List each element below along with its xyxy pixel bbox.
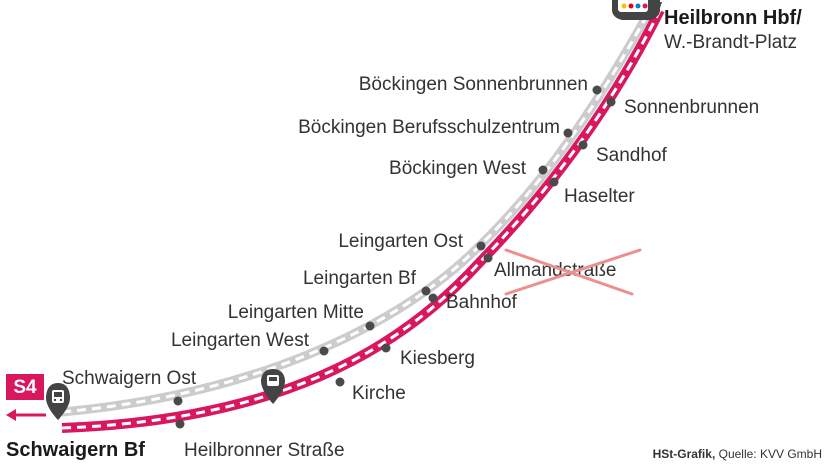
bus-window: [269, 377, 277, 381]
stop-dot[interactable]: [173, 396, 183, 406]
line-dot-red: [628, 3, 634, 9]
line-badge-label: S4: [13, 377, 37, 398]
stop-dot[interactable]: [428, 293, 438, 303]
line-dot-yellow: [621, 3, 627, 9]
stop-label[interactable]: Böckingen West: [389, 158, 527, 179]
stop-label[interactable]: Böckingen Sonnenbrunnen: [359, 74, 588, 95]
line-badge: [6, 374, 44, 400]
stop-dot[interactable]: [549, 177, 559, 187]
stop-dot[interactable]: [476, 241, 486, 251]
lower-route-line: [61, 7, 665, 433]
stop-label[interactable]: Kiesberg: [400, 348, 475, 369]
tram-window: [54, 392, 62, 397]
stop-label[interactable]: Schwaigern Ost: [62, 368, 197, 389]
upper-stop-dots: [173, 85, 602, 406]
upper-route-dash: [61, 9, 652, 414]
tram-light-left: [53, 398, 57, 402]
credit-bold: HSt-Grafik,: [653, 447, 716, 461]
stop-label[interactable]: Sandhof: [596, 145, 668, 166]
stop-label[interactable]: Haselter: [564, 186, 635, 207]
stop-dot[interactable]: [381, 343, 391, 353]
lower-route-casing: [61, 7, 665, 433]
bus-icon[interactable]: [261, 369, 285, 404]
tram-light-right: [59, 398, 63, 402]
source-credit: HSt-Grafik, Quelle: KVV GmbH: [653, 447, 822, 461]
strike-line: [504, 248, 642, 296]
stop-dot[interactable]: [578, 140, 588, 150]
upper-route-casing: [61, 7, 654, 417]
line-badge-group[interactable]: S4: [6, 374, 46, 421]
credit-rest: Quelle: KVV GmbH: [715, 447, 822, 461]
direction-arrow-icon: [6, 409, 16, 421]
stop-dot[interactable]: [538, 165, 548, 175]
stop-label-cancelled[interactable]: Allmandstraße: [494, 260, 617, 281]
stop-label[interactable]: Leingarten Ost: [338, 231, 463, 252]
cancelled-cross: [504, 248, 642, 296]
stop-dot[interactable]: [319, 346, 329, 356]
tram-icon[interactable]: [612, 0, 662, 20]
stop-dot[interactable]: [335, 377, 345, 387]
stop-label[interactable]: Leingarten Bf: [303, 268, 417, 289]
end-pin-tip: [650, 2, 662, 14]
stop-label[interactable]: Leingarten Mitte: [228, 302, 364, 323]
lower-stop-dots: [175, 97, 616, 429]
stop-label[interactable]: Kirche: [352, 383, 406, 404]
lower-route-dash: [61, 9, 662, 430]
stop-dot[interactable]: [365, 321, 375, 331]
stop-dot[interactable]: [592, 85, 602, 95]
end-terminal-name-second[interactable]: W.-Brandt-Platz: [664, 32, 797, 53]
stop-dot[interactable]: [563, 128, 573, 138]
tram-icon[interactable]: [46, 383, 70, 420]
stop-dot[interactable]: [606, 97, 616, 107]
stop-label[interactable]: Sonnenbrunnen: [624, 97, 759, 118]
stop-label[interactable]: Bahnhof: [446, 292, 518, 313]
line-dot-magenta: [642, 3, 648, 9]
stop-dot[interactable]: [421, 286, 431, 296]
start-terminal-name[interactable]: Schwaigern Bf: [6, 439, 145, 461]
upper-route-line: [61, 7, 654, 417]
stop-label[interactable]: Heilbronner Straße: [184, 440, 345, 461]
stop-label[interactable]: Leingarten West: [171, 330, 310, 351]
stop-dot[interactable]: [175, 419, 185, 429]
stop-label[interactable]: Böckingen Berufsschulzentrum: [298, 117, 560, 138]
end-terminal-name[interactable]: Heilbronn Hbf/: [664, 7, 802, 29]
stop-dot[interactable]: [483, 253, 493, 263]
line-dot-blue: [635, 3, 641, 9]
